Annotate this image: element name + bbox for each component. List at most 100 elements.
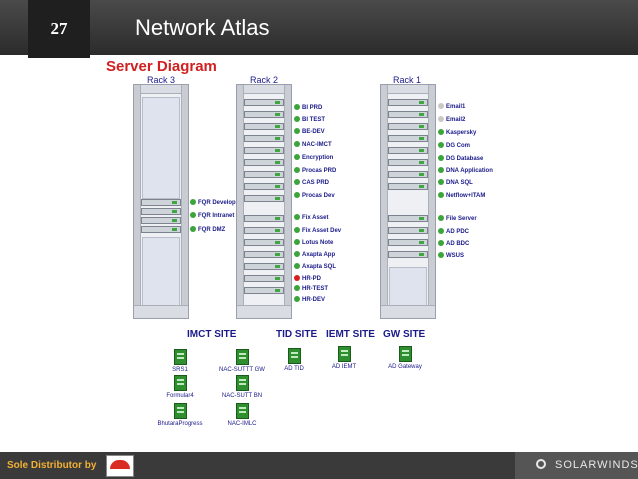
- status-up-icon: [294, 104, 300, 110]
- node-ad-tid[interactable]: AD TID: [264, 348, 324, 372]
- status-up-icon: [438, 179, 444, 185]
- server-link-wsus[interactable]: WSUS: [438, 252, 464, 259]
- server-link-dg-database[interactable]: DG Database: [438, 155, 483, 162]
- node-nac-suttt-gw[interactable]: NAC-SUTTT GW: [212, 349, 272, 373]
- server-icon: [337, 346, 351, 362]
- rack-1-server[interactable]: [388, 147, 428, 154]
- rack-1: [380, 84, 436, 319]
- status-up-icon: [438, 142, 444, 148]
- title-bar: [0, 0, 638, 55]
- server-link-kaspersky[interactable]: Kaspersky: [438, 129, 476, 136]
- status-up-icon: [438, 167, 444, 173]
- rack-3-blank-bottom: [142, 237, 180, 307]
- server-link-email1[interactable]: Email1: [438, 103, 465, 110]
- rack-2-server[interactable]: [244, 251, 284, 258]
- rack-3: [133, 84, 189, 319]
- rack-1-server[interactable]: [388, 183, 428, 190]
- server-link-dg-com[interactable]: DG Com: [438, 142, 470, 149]
- rack-3-server[interactable]: [141, 199, 181, 206]
- status-up-icon: [190, 226, 196, 232]
- status-up-icon: [294, 263, 300, 269]
- server-link-procas-prd[interactable]: Procas PRD: [294, 167, 336, 174]
- rack-1-server[interactable]: [388, 251, 428, 258]
- server-link-axapta-app[interactable]: Axapta App: [294, 251, 335, 258]
- rack-3-server[interactable]: [141, 217, 181, 224]
- rack-2-server[interactable]: [244, 99, 284, 106]
- server-link-encryption[interactable]: Encryption: [294, 154, 333, 161]
- server-icon: [235, 403, 249, 419]
- node-srs1[interactable]: SRS1: [150, 349, 210, 373]
- server-link-netflow-itam[interactable]: Netflow+ITAM: [438, 192, 485, 199]
- status-unknown-icon: [438, 116, 444, 122]
- status-up-icon: [294, 296, 300, 302]
- rack-2-server[interactable]: [244, 195, 284, 202]
- rack-1-server[interactable]: [388, 135, 428, 142]
- rack-2-server[interactable]: [244, 111, 284, 118]
- rack-1-server[interactable]: [388, 239, 428, 246]
- rack-2-server[interactable]: [244, 159, 284, 166]
- server-link-dna-application[interactable]: DNA Application: [438, 167, 493, 174]
- status-up-icon: [294, 285, 300, 291]
- status-up-icon: [438, 252, 444, 258]
- rack-2-server[interactable]: [244, 183, 284, 190]
- node-ad-gateway[interactable]: AD Gateway: [375, 346, 435, 370]
- server-link-dna-sql[interactable]: DNA SQL: [438, 179, 473, 186]
- rack-1-server[interactable]: [388, 159, 428, 166]
- server-link-procas-dev[interactable]: Procas Dev: [294, 192, 335, 199]
- rack-2-server[interactable]: [244, 135, 284, 142]
- rack-1-server[interactable]: [388, 99, 428, 106]
- slide-title: Network Atlas: [135, 15, 270, 40]
- server-link-hr-dev[interactable]: HR-DEV: [294, 296, 325, 303]
- rack-2-server[interactable]: [244, 287, 284, 294]
- node-ad-iemt[interactable]: AD IEMT: [314, 346, 374, 370]
- server-link-hr-pd[interactable]: HR-PD: [294, 275, 321, 282]
- server-link-fqr-develop[interactable]: FQR Develop: [190, 199, 236, 206]
- rack-2-server[interactable]: [244, 123, 284, 130]
- server-icon: [235, 349, 249, 365]
- status-up-icon: [294, 154, 300, 160]
- node-nac-sutt-bn[interactable]: NAC-SUTT BN: [212, 375, 272, 399]
- status-up-icon: [294, 128, 300, 134]
- server-link-cas-prd[interactable]: CAS PRD: [294, 179, 329, 186]
- server-link-ad-bdc[interactable]: AD BDC: [438, 240, 469, 247]
- status-up-icon: [294, 141, 300, 147]
- node-nac-imlc[interactable]: NAC-IMLC: [212, 403, 272, 427]
- rack-2-server[interactable]: [244, 171, 284, 178]
- rack-2-server[interactable]: [244, 147, 284, 154]
- server-icon: [173, 375, 187, 391]
- rack-1-server[interactable]: [388, 111, 428, 118]
- rack-3-server[interactable]: [141, 208, 181, 215]
- status-up-icon: [294, 167, 300, 173]
- server-link-axapta-sql[interactable]: Axapta SQL: [294, 263, 336, 270]
- server-link-nac-imct[interactable]: NAC-IMCT: [294, 141, 332, 148]
- server-link-fqr-intranet[interactable]: FQR Intranet: [190, 212, 234, 219]
- rack-1-blank: [389, 267, 427, 307]
- server-link-bi-test[interactable]: BI TEST: [294, 116, 325, 123]
- status-up-icon: [190, 199, 196, 205]
- rack-3-server[interactable]: [141, 226, 181, 233]
- node-bhutaraprogress[interactable]: BhutaraProgress: [150, 403, 210, 427]
- server-link-file-server[interactable]: File Server: [438, 215, 477, 222]
- server-icon: [235, 375, 249, 391]
- node-formular4[interactable]: Formular4: [150, 375, 210, 399]
- rack-1-server[interactable]: [388, 227, 428, 234]
- rack-2-server[interactable]: [244, 275, 284, 282]
- server-link-bi-prd[interactable]: BI PRD: [294, 104, 322, 111]
- server-link-ad-pdc[interactable]: AD PDC: [438, 228, 469, 235]
- server-link-email2[interactable]: Email2: [438, 116, 465, 123]
- rack-2-server[interactable]: [244, 227, 284, 234]
- server-link-fix-asset-dev[interactable]: Fix Asset Dev: [294, 227, 341, 234]
- rack-3-blank-top: [142, 97, 180, 199]
- server-link-fqr-dmz[interactable]: FQR DMZ: [190, 226, 225, 233]
- rack-1-server[interactable]: [388, 123, 428, 130]
- rack-2-server[interactable]: [244, 263, 284, 270]
- rack-2-server[interactable]: [244, 215, 284, 222]
- solarwinds-bar: [515, 452, 638, 479]
- server-link-fix-asset[interactable]: Fix Asset: [294, 214, 328, 221]
- rack-2-server[interactable]: [244, 239, 284, 246]
- rack-1-server[interactable]: [388, 171, 428, 178]
- rack-1-server[interactable]: [388, 215, 428, 222]
- server-link-hr-test[interactable]: HR-TEST: [294, 285, 328, 292]
- server-link-be-dev[interactable]: BE-DEV: [294, 128, 325, 135]
- server-link-lotus-note[interactable]: Lotus Note: [294, 239, 333, 246]
